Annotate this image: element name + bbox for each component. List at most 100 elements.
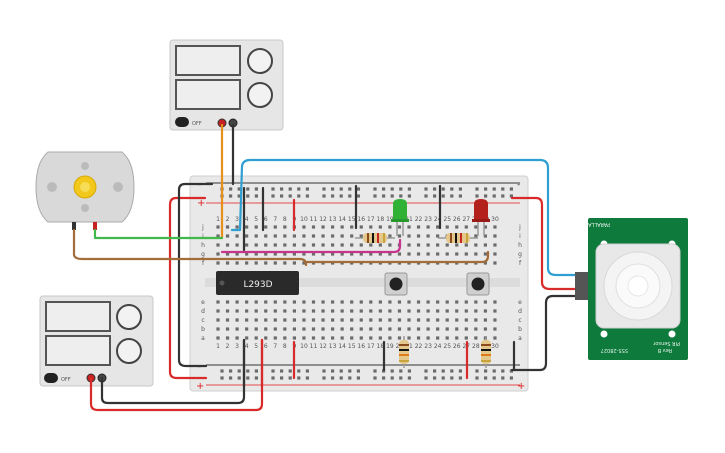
breadboard-hole[interactable] (245, 225, 249, 229)
wire-brown-motor[interactable] (72, 228, 490, 267)
breadboard-hole[interactable] (445, 243, 449, 247)
led-red[interactable] (472, 199, 490, 236)
breadboard-hole[interactable] (458, 187, 462, 191)
breadboard-hole[interactable] (378, 243, 382, 247)
breadboard-hole[interactable] (509, 187, 513, 191)
breadboard-hole[interactable] (292, 336, 296, 340)
breadboard-hole[interactable] (455, 327, 459, 331)
breadboard-hole[interactable] (350, 300, 354, 304)
breadboard-hole[interactable] (254, 194, 258, 198)
breadboard-hole[interactable] (416, 252, 421, 256)
breadboard-hole[interactable] (356, 376, 360, 380)
dc-motor[interactable] (35, 151, 135, 230)
breadboard-hole[interactable] (426, 336, 430, 340)
breadboard-hole[interactable] (436, 225, 440, 229)
breadboard-hole[interactable] (331, 252, 335, 256)
breadboard-hole[interactable] (501, 187, 505, 191)
breadboard-hole[interactable] (273, 225, 277, 229)
breadboard-hole[interactable] (245, 327, 249, 331)
breadboard-hole[interactable] (458, 369, 462, 373)
breadboard-hole[interactable] (407, 194, 411, 198)
breadboard-hole[interactable] (283, 300, 287, 304)
breadboard-hole[interactable] (369, 336, 373, 340)
breadboard-hole[interactable] (483, 225, 487, 229)
psu2-power-switch[interactable] (44, 373, 58, 383)
breadboard-hole[interactable] (378, 327, 382, 331)
breadboard-hole[interactable] (216, 225, 220, 229)
breadboard-hole[interactable] (441, 187, 445, 191)
breadboard-hole[interactable] (416, 300, 421, 304)
breadboard-hole[interactable] (331, 309, 335, 313)
breadboard-hole[interactable] (483, 252, 487, 256)
breadboard-hole[interactable] (450, 376, 454, 380)
breadboard-hole[interactable] (273, 336, 277, 340)
breadboard-hole[interactable] (388, 234, 392, 238)
breadboard-hole[interactable] (369, 309, 373, 313)
breadboard-hole[interactable] (288, 194, 292, 198)
breadboard-hole[interactable] (302, 225, 306, 229)
breadboard-hole[interactable] (390, 369, 394, 373)
breadboard-hole[interactable] (311, 327, 316, 331)
breadboard-hole[interactable] (458, 376, 462, 380)
breadboard-hole[interactable] (348, 376, 352, 380)
breadboard-hole[interactable] (254, 252, 258, 256)
resistor-4[interactable] (481, 336, 491, 368)
breadboard-hole[interactable] (382, 194, 386, 198)
breadboard-hole[interactable] (339, 369, 343, 373)
breadboard-hole[interactable] (484, 369, 488, 373)
breadboard-hole[interactable] (225, 243, 230, 247)
breadboard-hole[interactable] (297, 194, 301, 198)
psu-power-switch[interactable] (175, 117, 189, 127)
breadboard-hole[interactable] (331, 376, 335, 380)
breadboard-hole[interactable] (359, 327, 363, 331)
breadboard-hole[interactable] (283, 261, 287, 265)
breadboard-hole[interactable] (359, 309, 363, 313)
breadboard-hole[interactable] (356, 369, 360, 373)
breadboard-hole[interactable] (348, 369, 352, 373)
breadboard-hole[interactable] (493, 225, 497, 229)
breadboard-hole[interactable] (311, 252, 316, 256)
breadboard-hole[interactable] (311, 234, 316, 238)
breadboard-hole[interactable] (292, 300, 296, 304)
breadboard-hole[interactable] (359, 300, 363, 304)
breadboard-hole[interactable] (399, 369, 403, 373)
breadboard-hole[interactable] (455, 318, 459, 322)
breadboard-hole[interactable] (397, 336, 402, 340)
breadboard-hole[interactable] (445, 225, 449, 229)
psu-voltage-knob[interactable] (247, 48, 273, 74)
breadboard-hole[interactable] (254, 309, 258, 313)
breadboard-hole[interactable] (464, 336, 468, 340)
breadboard-hole[interactable] (493, 300, 497, 304)
breadboard-hole[interactable] (264, 252, 268, 256)
breadboard-hole[interactable] (433, 376, 437, 380)
breadboard-hole[interactable] (331, 187, 335, 191)
breadboard-hole[interactable] (254, 225, 258, 229)
wire-red-rail-left[interactable] (168, 196, 208, 380)
breadboard-hole[interactable] (271, 194, 275, 198)
breadboard-hole[interactable] (340, 234, 344, 238)
breadboard-hole[interactable] (416, 243, 421, 247)
breadboard-hole[interactable] (235, 243, 239, 247)
breadboard-hole[interactable] (331, 318, 335, 322)
breadboard-hole[interactable] (433, 187, 437, 191)
breadboard-hole[interactable] (350, 318, 354, 322)
breadboard-hole[interactable] (369, 318, 373, 322)
breadboard-hole[interactable] (433, 194, 437, 198)
breadboard-hole[interactable] (245, 318, 249, 322)
breadboard-hole[interactable] (235, 234, 239, 238)
breadboard-hole[interactable] (455, 300, 459, 304)
breadboard-hole[interactable] (216, 327, 220, 331)
breadboard-hole[interactable] (424, 376, 428, 380)
breadboard-hole[interactable] (441, 369, 445, 373)
wire-magenta[interactable] (220, 238, 402, 254)
breadboard-hole[interactable] (426, 234, 430, 238)
breadboard-hole[interactable] (493, 327, 497, 331)
breadboard-hole[interactable] (280, 369, 284, 373)
breadboard-hole[interactable] (492, 376, 496, 380)
breadboard-hole[interactable] (305, 376, 309, 380)
breadboard-hole[interactable] (359, 336, 363, 340)
breadboard-hole[interactable] (302, 327, 306, 331)
breadboard-hole[interactable] (235, 327, 239, 331)
breadboard-hole[interactable] (450, 187, 454, 191)
breadboard-hole[interactable] (378, 225, 382, 229)
